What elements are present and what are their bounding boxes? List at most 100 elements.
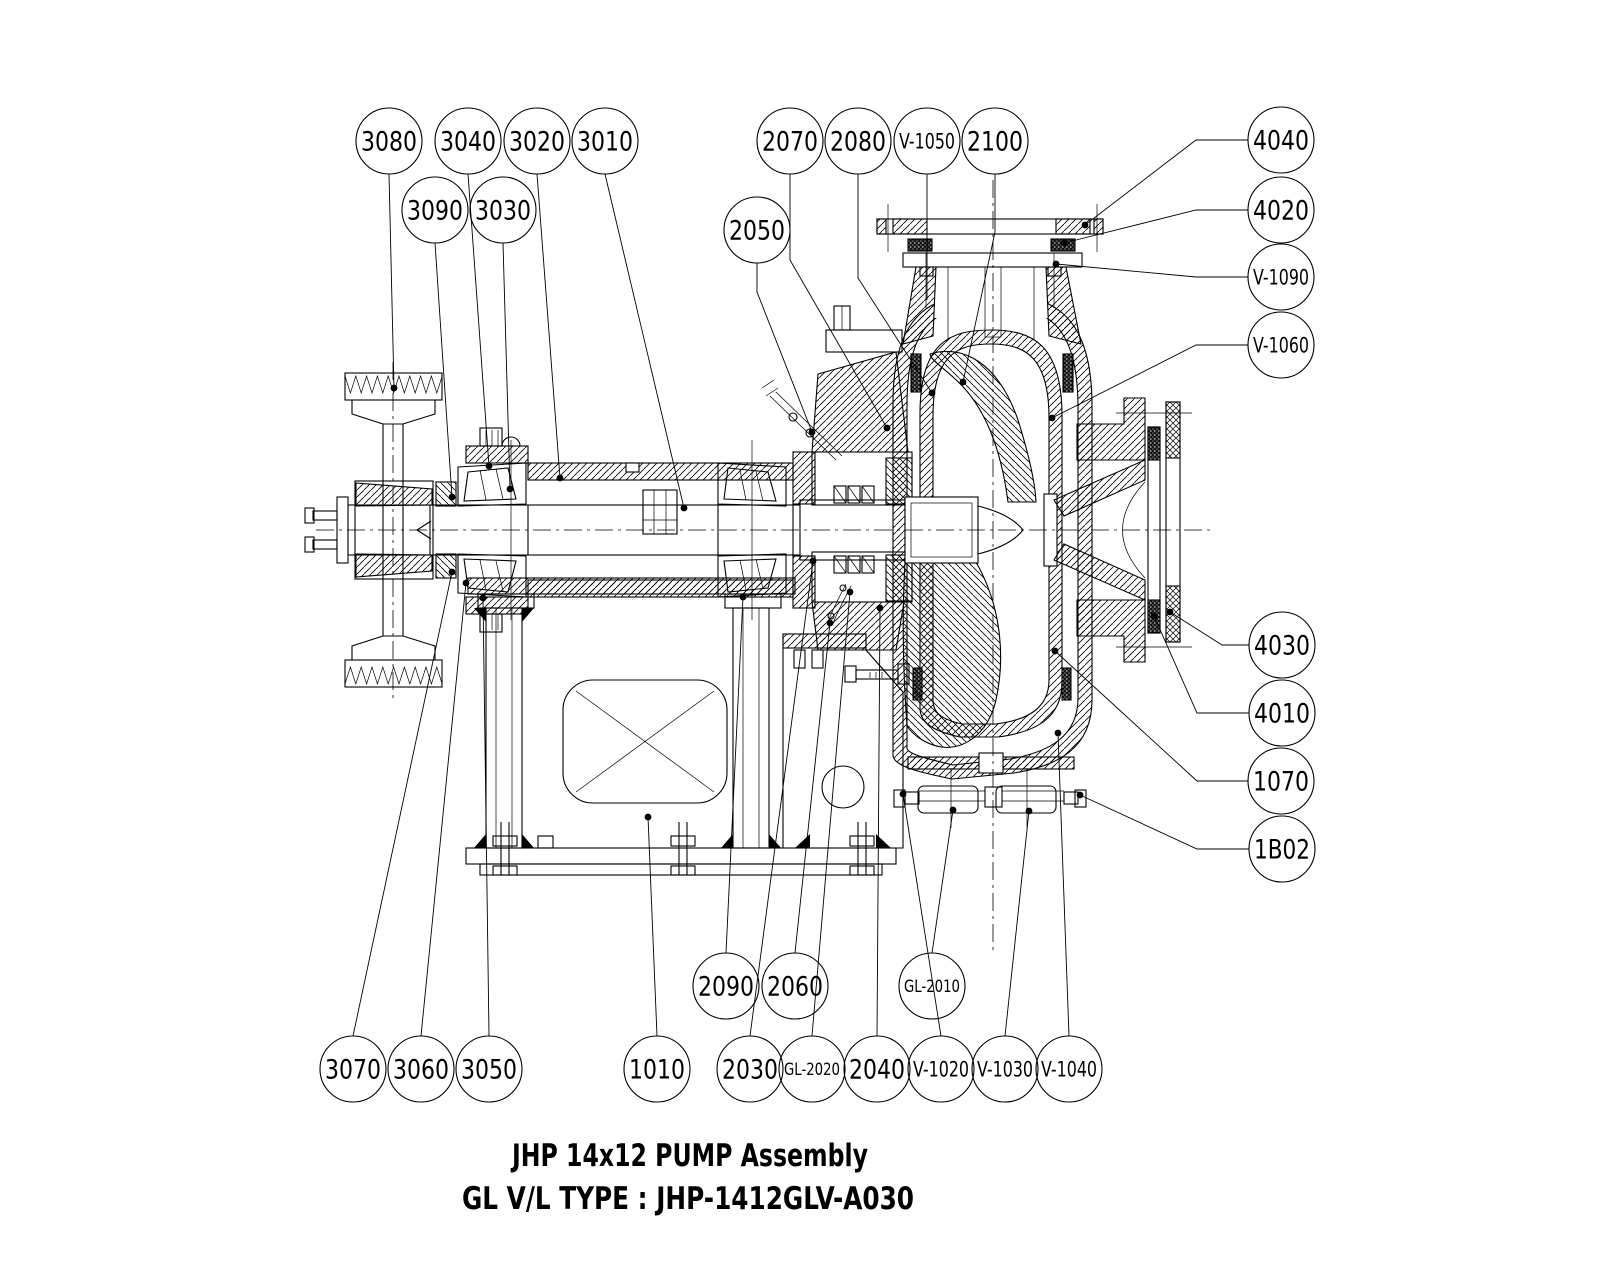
balloon-V-1060: V-1060 bbox=[1048, 311, 1315, 422]
balloon-4040: 4040 bbox=[1081, 106, 1315, 229]
svg-text:4020: 4020 bbox=[1253, 195, 1309, 226]
svg-text:GL-2010: GL-2010 bbox=[904, 977, 960, 997]
suction-assembly bbox=[1053, 397, 1192, 663]
svg-text:2040: 2040 bbox=[849, 1054, 905, 1085]
volute-casing bbox=[892, 252, 1093, 828]
balloon-GL-2020: GL-2020 bbox=[778, 588, 854, 1103]
leader-line-3050 bbox=[482, 597, 490, 1037]
svg-text:V-1040: V-1040 bbox=[1041, 1057, 1097, 1081]
leader-line-2060 bbox=[794, 622, 831, 954]
svg-text:2030: 2030 bbox=[722, 1054, 778, 1085]
svg-text:V-1030: V-1030 bbox=[977, 1057, 1033, 1081]
svg-text:3090: 3090 bbox=[407, 195, 463, 226]
svg-text:3050: 3050 bbox=[461, 1054, 517, 1085]
leader-line-V-1090 bbox=[1055, 263, 1248, 278]
svg-text:1070: 1070 bbox=[1253, 766, 1309, 797]
leader-line-2080 bbox=[857, 174, 933, 394]
balloon-3040: 3040 bbox=[434, 107, 502, 470]
anchor-bolts bbox=[492, 822, 875, 876]
balloon-V-1020: V-1020 bbox=[899, 790, 975, 1103]
belt-grooves-bottom bbox=[344, 665, 443, 686]
svg-text:2090: 2090 bbox=[698, 971, 754, 1002]
balloon-3030: 3030 bbox=[469, 176, 537, 493]
svg-text:4010: 4010 bbox=[1254, 698, 1310, 729]
balloon-3020: 3020 bbox=[503, 107, 571, 482]
balloon-1010: 1010 bbox=[623, 813, 691, 1103]
svg-text:3070: 3070 bbox=[325, 1054, 381, 1085]
leader-line-2100 bbox=[962, 174, 996, 383]
leader-line-3090 bbox=[434, 242, 453, 498]
leader-line-3060 bbox=[420, 582, 467, 1037]
v-belt-pulley bbox=[344, 372, 443, 688]
balloon-3060: 3060 bbox=[387, 579, 470, 1103]
leader-line-4030 bbox=[1169, 611, 1249, 646]
balloon-V-1040: V-1040 bbox=[1035, 729, 1103, 1103]
balloon-V-1090: V-1090 bbox=[1052, 243, 1315, 311]
leader-line-GL-2010 bbox=[931, 809, 954, 954]
drawing-title: JHP 14x12 PUMP Assembly bbox=[510, 1138, 868, 1174]
balloon-2090: 2090 bbox=[692, 593, 760, 1020]
svg-text:3010: 3010 bbox=[577, 126, 633, 157]
leader-line-2040 bbox=[876, 607, 881, 1037]
leader-line-3070 bbox=[352, 571, 453, 1037]
flange-gasket bbox=[907, 238, 933, 252]
balloon-4030: 4030 bbox=[1166, 608, 1316, 679]
leader-line-2070 bbox=[789, 174, 888, 429]
balloon-3080: 3080 bbox=[355, 107, 423, 392]
leader-line-V-1060 bbox=[1051, 344, 1248, 419]
svg-text:3080: 3080 bbox=[361, 126, 417, 157]
svg-text:3060: 3060 bbox=[393, 1054, 449, 1085]
leader-line-V-1040 bbox=[1057, 732, 1070, 1037]
leader-line-1070 bbox=[1054, 650, 1248, 782]
grease-fitting-icon bbox=[501, 436, 521, 447]
svg-text:4030: 4030 bbox=[1254, 630, 1310, 661]
svg-text:1010: 1010 bbox=[629, 1054, 685, 1085]
balloon-2050: 2050 bbox=[723, 196, 816, 436]
svg-text:2060: 2060 bbox=[767, 971, 823, 1002]
drawing-type: GL V/L TYPE : JHP-1412GLV-A030 bbox=[462, 1181, 914, 1217]
suction-clamp bbox=[893, 752, 1087, 828]
leader-line-3010 bbox=[604, 173, 685, 509]
leader-line-4020 bbox=[1063, 209, 1248, 244]
centerlines bbox=[316, 180, 1210, 950]
balloon-1070: 1070 bbox=[1051, 647, 1315, 815]
balloon-V-1030: V-1030 bbox=[971, 807, 1039, 1103]
svg-text:2050: 2050 bbox=[729, 215, 785, 246]
svg-text:3030: 3030 bbox=[475, 195, 531, 226]
leader-line-V-1020 bbox=[902, 793, 942, 1037]
balloon-3090: 3090 bbox=[401, 176, 469, 501]
wear-ring bbox=[910, 353, 922, 393]
svg-text:2080: 2080 bbox=[830, 126, 886, 157]
svg-text:2070: 2070 bbox=[762, 126, 818, 157]
balloon-2080: 2080 bbox=[824, 107, 936, 397]
leader-line-4040 bbox=[1084, 139, 1248, 226]
balloon-4010: 4010 bbox=[1150, 612, 1316, 747]
leader-line-V-1030 bbox=[1004, 810, 1030, 1037]
balloon-1B02: 1B02 bbox=[1076, 791, 1316, 883]
svg-text:V-1050: V-1050 bbox=[899, 129, 955, 153]
leader-line-3020 bbox=[536, 173, 561, 479]
svg-text:V-1090: V-1090 bbox=[1253, 265, 1309, 289]
casing-bracket bbox=[782, 633, 910, 849]
balloon-4020: 4020 bbox=[1060, 176, 1315, 247]
cover-bolt-icon bbox=[479, 427, 503, 447]
leader-line-2050 bbox=[756, 263, 813, 433]
leader-line-3030 bbox=[502, 242, 511, 490]
title-block: JHP 14x12 PUMP Assembly GL V/L TYPE : JH… bbox=[462, 1138, 914, 1217]
leader-line-GL-2020 bbox=[811, 591, 851, 1037]
leader-line-3080 bbox=[388, 173, 395, 389]
svg-text:1B02: 1B02 bbox=[1254, 834, 1310, 865]
leader-line-2090 bbox=[725, 596, 744, 954]
belt-grooves-top bbox=[344, 374, 443, 395]
balloon-GL-2010: GL-2010 bbox=[898, 806, 966, 1020]
balloon-3050: 3050 bbox=[455, 594, 523, 1103]
balloon-2030: 2030 bbox=[716, 557, 817, 1103]
leader-line-1B02 bbox=[1079, 794, 1249, 850]
leader-line-4010 bbox=[1153, 615, 1249, 714]
oil-flinger bbox=[642, 489, 678, 535]
svg-text:GL-2020: GL-2020 bbox=[784, 1060, 840, 1080]
balloon-3010: 3010 bbox=[571, 107, 688, 512]
